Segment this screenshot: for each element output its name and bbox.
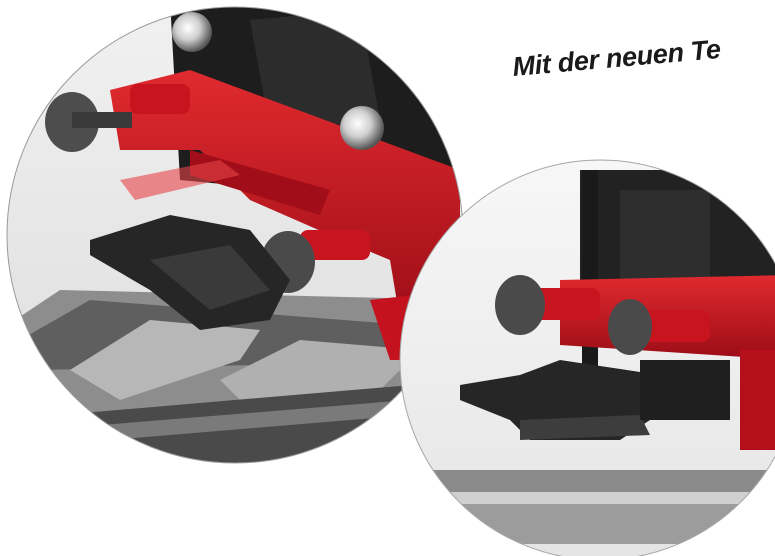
photo-left (7, 7, 463, 463)
